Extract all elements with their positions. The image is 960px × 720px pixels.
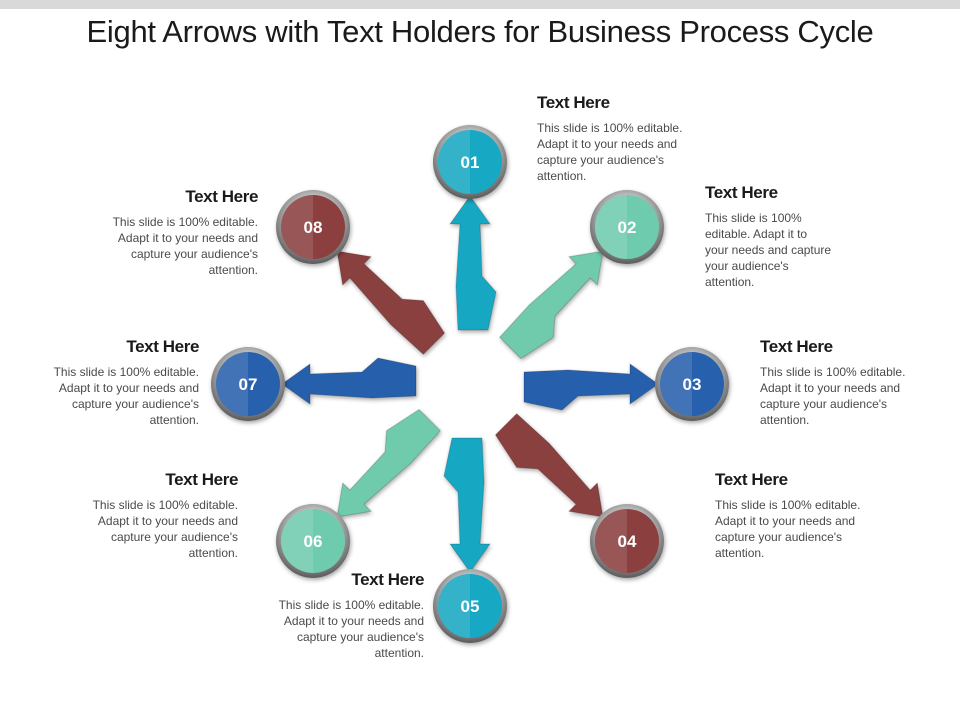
- text-holder-05: Text Here This slide is 100% editable. A…: [264, 570, 425, 661]
- slide-title: Eight Arrows with Text Holders for Busin…: [86, 14, 874, 49]
- arrow-04: [494, 413, 604, 518]
- text-holder-heading: Text Here: [715, 470, 788, 489]
- step-number: 03: [683, 375, 702, 394]
- text-holder-03: Text Here This slide is 100% editable. A…: [760, 337, 920, 428]
- arrow-06: [336, 408, 441, 518]
- step-node-05: 05: [433, 569, 507, 643]
- text-holder-body: This slide is 100% editable. Adapt it to…: [537, 121, 683, 183]
- step-number: 01: [461, 153, 480, 172]
- text-holder-heading: Text Here: [705, 183, 778, 202]
- text-holder-body: This slide is 100% editable. Adapt it to…: [278, 598, 424, 660]
- text-holder-body: This slide is 100% editable. Adapt it to…: [760, 365, 906, 427]
- text-holder-heading: Text Here: [760, 337, 833, 356]
- step-node-06: 06: [276, 503, 351, 578]
- step-number: 07: [239, 375, 258, 394]
- text-holder-01: Text Here This slide is 100% editable. A…: [537, 93, 697, 184]
- text-holder-02: Text Here This slide is 100% editable. A…: [705, 183, 865, 290]
- step-node-08: 08: [276, 190, 351, 265]
- text-holder-04: Text Here This slide is 100% editable. A…: [715, 470, 875, 561]
- step-number: 04: [618, 532, 637, 551]
- text-holder-heading: Text Here: [165, 470, 238, 489]
- step-number: 08: [304, 218, 323, 237]
- text-holder-body: This slide is 100% editable. Adapt it to…: [53, 365, 199, 427]
- text-holder-body: This slide is 100% editable. Adapt it to…: [715, 498, 861, 560]
- text-holder-heading: Text Here: [351, 570, 424, 589]
- text-holder-body: This slide is 100% editable. Adapt it to…: [92, 498, 238, 560]
- arrow-03: [523, 363, 659, 411]
- step-node-07: 07: [211, 347, 285, 421]
- step-number: 05: [461, 597, 480, 616]
- arrow-02: [499, 250, 604, 360]
- arrow-group: [276, 190, 664, 578]
- text-holder-06: Text Here This slide is 100% editable. A…: [78, 470, 239, 561]
- step-number: 02: [618, 218, 637, 237]
- arrow-05: [443, 437, 491, 573]
- text-holder-heading: Text Here: [185, 187, 258, 206]
- node-group: 01 02 03 04 05 06 07 08: [211, 125, 729, 643]
- step-number: 06: [304, 532, 323, 551]
- step-node-04: 04: [589, 503, 664, 578]
- step-node-02: 02: [589, 190, 664, 265]
- arrow-01: [449, 195, 497, 331]
- text-holder-heading: Text Here: [126, 337, 199, 356]
- text-holder-08: Text Here This slide is 100% editable. A…: [98, 187, 259, 278]
- text-holder-07: Text Here This slide is 100% editable. A…: [39, 337, 200, 428]
- text-holder-body: This slide is 100% editable. Adapt it to…: [705, 211, 832, 289]
- top-bar: [0, 0, 960, 9]
- step-node-03: 03: [655, 347, 729, 421]
- text-holder-body: This slide is 100% editable. Adapt it to…: [112, 215, 258, 277]
- step-node-01: 01: [433, 125, 507, 199]
- arrow-07: [281, 357, 417, 405]
- arrow-08: [336, 250, 446, 355]
- text-holder-heading: Text Here: [537, 93, 610, 112]
